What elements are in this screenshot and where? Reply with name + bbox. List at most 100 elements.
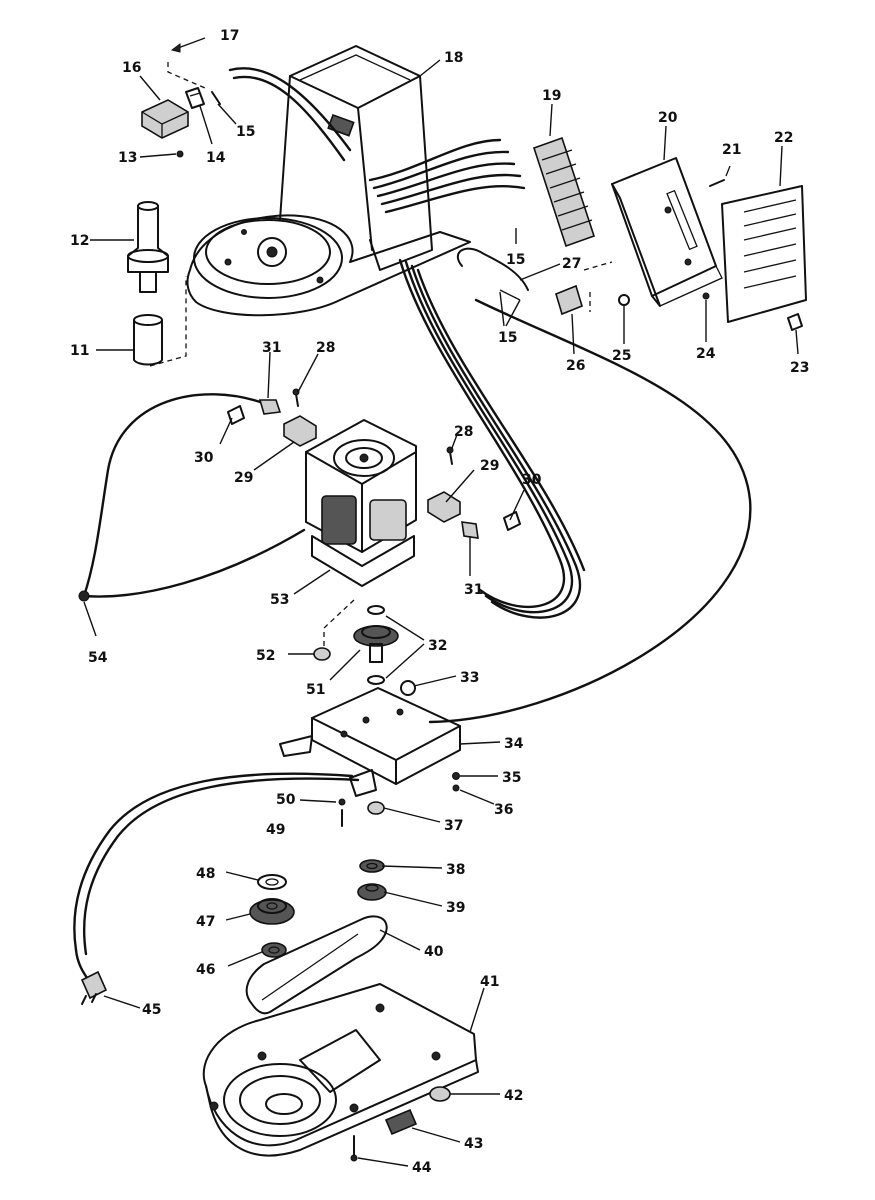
callout-31-left: 31 xyxy=(262,340,281,356)
callout-15-mid: 15 xyxy=(506,252,525,268)
part-45-plug xyxy=(80,970,108,1005)
part-53-motor xyxy=(305,419,417,587)
callout-32: 32 xyxy=(428,638,447,654)
part-42-foot xyxy=(429,1086,451,1102)
callout-14: 14 xyxy=(206,150,226,166)
part-35-nut xyxy=(452,772,460,780)
callout-28-left: 28 xyxy=(316,340,335,356)
callout-34: 34 xyxy=(504,736,524,752)
callout-28-right: 28 xyxy=(454,424,473,440)
callout-45: 45 xyxy=(142,1002,161,1018)
callout-36: 36 xyxy=(494,802,513,818)
part-43-label xyxy=(384,1108,418,1136)
callout-29-left: 29 xyxy=(234,470,253,486)
callout-17: 17 xyxy=(220,28,239,44)
part-46-washer-top xyxy=(257,874,287,890)
part-32-washer xyxy=(367,605,385,685)
part-30-clip-right xyxy=(503,511,521,531)
callout-12: 12 xyxy=(70,233,89,249)
callout-23: 23 xyxy=(790,360,809,376)
callout-27: 27 xyxy=(562,256,581,272)
callout-20: 20 xyxy=(658,110,678,126)
callout-49: 49 xyxy=(266,822,285,838)
part-14-clip xyxy=(185,87,205,109)
callout-35: 35 xyxy=(502,770,521,786)
part-13-screw xyxy=(176,150,184,158)
callout-25: 25 xyxy=(612,348,631,364)
part-36-washer xyxy=(452,784,460,792)
callout-16: 16 xyxy=(122,60,141,76)
part-27-contact xyxy=(456,247,529,301)
wire-left-loop xyxy=(82,393,268,598)
callout-51: 51 xyxy=(306,682,325,698)
callout-46: 46 xyxy=(196,962,215,978)
callout-29-right: 29 xyxy=(480,458,499,474)
callout-42: 42 xyxy=(504,1088,523,1104)
part-41-bottom-cover xyxy=(202,983,479,1157)
power-cord xyxy=(73,772,360,988)
part-33-bushing xyxy=(400,680,416,696)
part-21-screw xyxy=(709,165,731,187)
callout-54: 54 xyxy=(88,650,108,666)
part-46-washer-bottom xyxy=(261,942,287,958)
callout-33: 33 xyxy=(460,670,479,686)
callout-19: 19 xyxy=(542,88,561,104)
callout-24: 24 xyxy=(696,346,716,362)
part-47-pulley xyxy=(249,898,295,925)
callout-37: 37 xyxy=(444,818,463,834)
callout-44: 44 xyxy=(412,1160,432,1176)
part-24-screw xyxy=(702,292,710,300)
part-52-nut xyxy=(313,647,331,661)
callout-50: 50 xyxy=(276,792,296,808)
part-51-gear xyxy=(353,625,399,663)
wire-bundle-upper xyxy=(228,67,526,214)
callout-11: 11 xyxy=(70,343,89,359)
callout-30-left: 30 xyxy=(194,450,214,466)
part-16-knob xyxy=(141,99,189,139)
callout-47: 47 xyxy=(196,914,215,930)
part-38-washer xyxy=(359,859,385,873)
part-37-bushing xyxy=(367,801,385,815)
callout-13: 13 xyxy=(118,150,137,166)
part-44-screw xyxy=(350,1135,358,1162)
part-29-block-left xyxy=(283,415,317,447)
part-31-terminal-right xyxy=(461,521,479,539)
callout-26: 26 xyxy=(566,358,585,374)
callout-52: 52 xyxy=(256,648,275,664)
part-29-block-right xyxy=(427,491,461,523)
callout-53: 53 xyxy=(270,592,289,608)
part-54-grommet xyxy=(78,590,90,602)
part-11-sleeve xyxy=(133,314,163,366)
callout-21: 21 xyxy=(722,142,741,158)
part-28-screw-left xyxy=(292,388,300,407)
leader-lines xyxy=(83,59,799,1167)
callout-38: 38 xyxy=(446,862,465,878)
part-18-housing xyxy=(186,45,471,317)
part-12-shaft xyxy=(127,201,169,293)
callout-41: 41 xyxy=(480,974,499,990)
callout-43: 43 xyxy=(464,1136,483,1152)
callout-15-low: 15 xyxy=(498,330,517,346)
part-25-nut xyxy=(618,294,630,306)
part-39-pulley xyxy=(357,883,387,901)
wire-harness-loop xyxy=(398,258,752,724)
part-15-pin-top xyxy=(211,91,221,105)
part-40-belt xyxy=(245,915,388,1015)
callout-30-right: 30 xyxy=(522,472,542,488)
callout-22: 22 xyxy=(774,130,793,146)
part-31-terminal-left xyxy=(258,399,282,415)
callout-39: 39 xyxy=(446,900,465,916)
callout-18: 18 xyxy=(444,50,463,66)
callout-labels: 11 12 13 14 15 16 17 18 19 20 21 22 23 2… xyxy=(70,28,809,1176)
callout-40: 40 xyxy=(424,944,444,960)
part-19-terminal-strip xyxy=(532,136,596,248)
part-28-screw-right xyxy=(446,446,454,465)
wire-left-54 xyxy=(82,528,306,598)
part-34-base-plate xyxy=(279,687,461,797)
part-20-control-panel xyxy=(611,157,723,307)
callout-48: 48 xyxy=(196,866,215,882)
part-26-bracket xyxy=(555,284,583,316)
callout-15-top: 15 xyxy=(236,124,255,140)
callout-31-right: 31 xyxy=(464,582,483,598)
